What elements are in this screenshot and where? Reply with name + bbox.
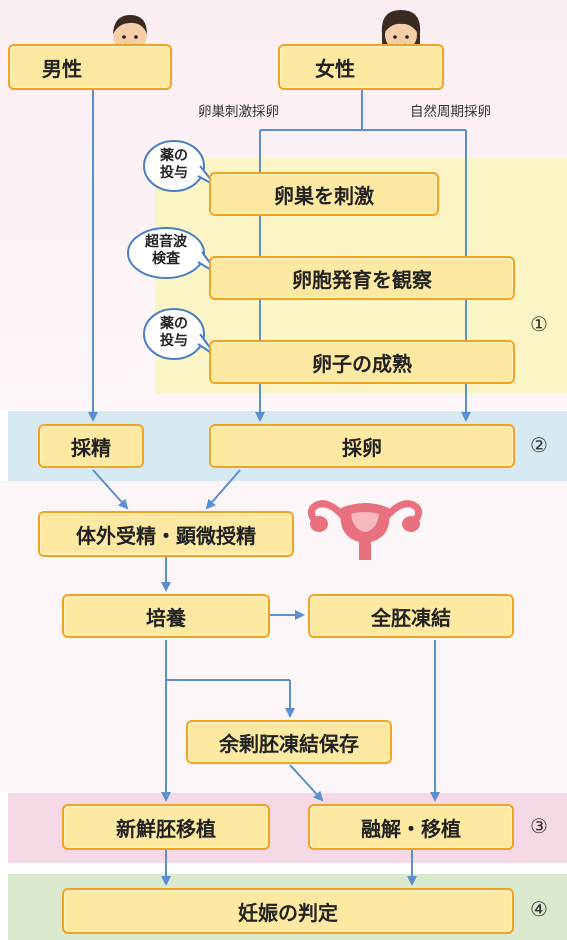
label-natural-retrieval: 自然周期採卵 — [410, 104, 491, 120]
bubble-line: 薬の — [160, 148, 188, 164]
bubble-text-drug-1: 薬の 投与 — [142, 148, 206, 182]
bubble-line: 投与 — [160, 333, 188, 349]
bubble-line: 投与 — [160, 165, 188, 181]
node-thaw-transfer: 融解・移植 — [308, 804, 514, 850]
arrow-sperm-to-fertilization — [92, 469, 129, 510]
bubble-line: 超音波 — [145, 234, 187, 250]
node-freeze-all-embryos: 全胚凍結 — [308, 594, 514, 638]
node-egg-maturation: 卵子の成熟 — [209, 340, 515, 384]
stage-marker-1: ① — [530, 312, 548, 336]
node-label: 男性 — [42, 56, 82, 81]
stage-marker-3: ③ — [530, 814, 548, 838]
bubble-line: 薬の — [160, 316, 188, 332]
node-sperm-collection: 採精 — [38, 424, 144, 468]
bubble-line: 検査 — [152, 251, 180, 267]
node-egg-retrieval: 採卵 — [209, 424, 515, 468]
bubble-text-drug-2: 薬の 投与 — [142, 316, 206, 350]
node-fertilization: 体外受精・顕微授精 — [38, 511, 294, 557]
bubble-text-ultrasound: 超音波 検査 — [134, 234, 198, 268]
label-stimulated-retrieval: 卵巣刺激採卵 — [198, 104, 279, 120]
node-male: 男性 — [8, 44, 172, 90]
node-pregnancy-judgement: 妊娠の判定 — [62, 888, 514, 934]
node-stimulate-ovary: 卵巣を刺激 — [209, 172, 439, 216]
node-female: 女性 — [278, 44, 444, 90]
stage-marker-2: ② — [530, 433, 548, 457]
stage-marker-4: ④ — [530, 897, 548, 921]
arrow-surplus-to-thaw — [289, 764, 324, 802]
node-culture: 培養 — [62, 594, 270, 638]
node-fresh-transfer: 新鮮胚移植 — [62, 804, 270, 850]
node-label: 女性 — [315, 56, 355, 81]
node-surplus-embryo-storage: 余剰胚凍結保存 — [186, 720, 392, 764]
arrow-egg-to-fertilization — [205, 469, 241, 510]
uterus-icon — [307, 500, 423, 560]
node-observe-follicle: 卵胞発育を観察 — [209, 256, 515, 300]
